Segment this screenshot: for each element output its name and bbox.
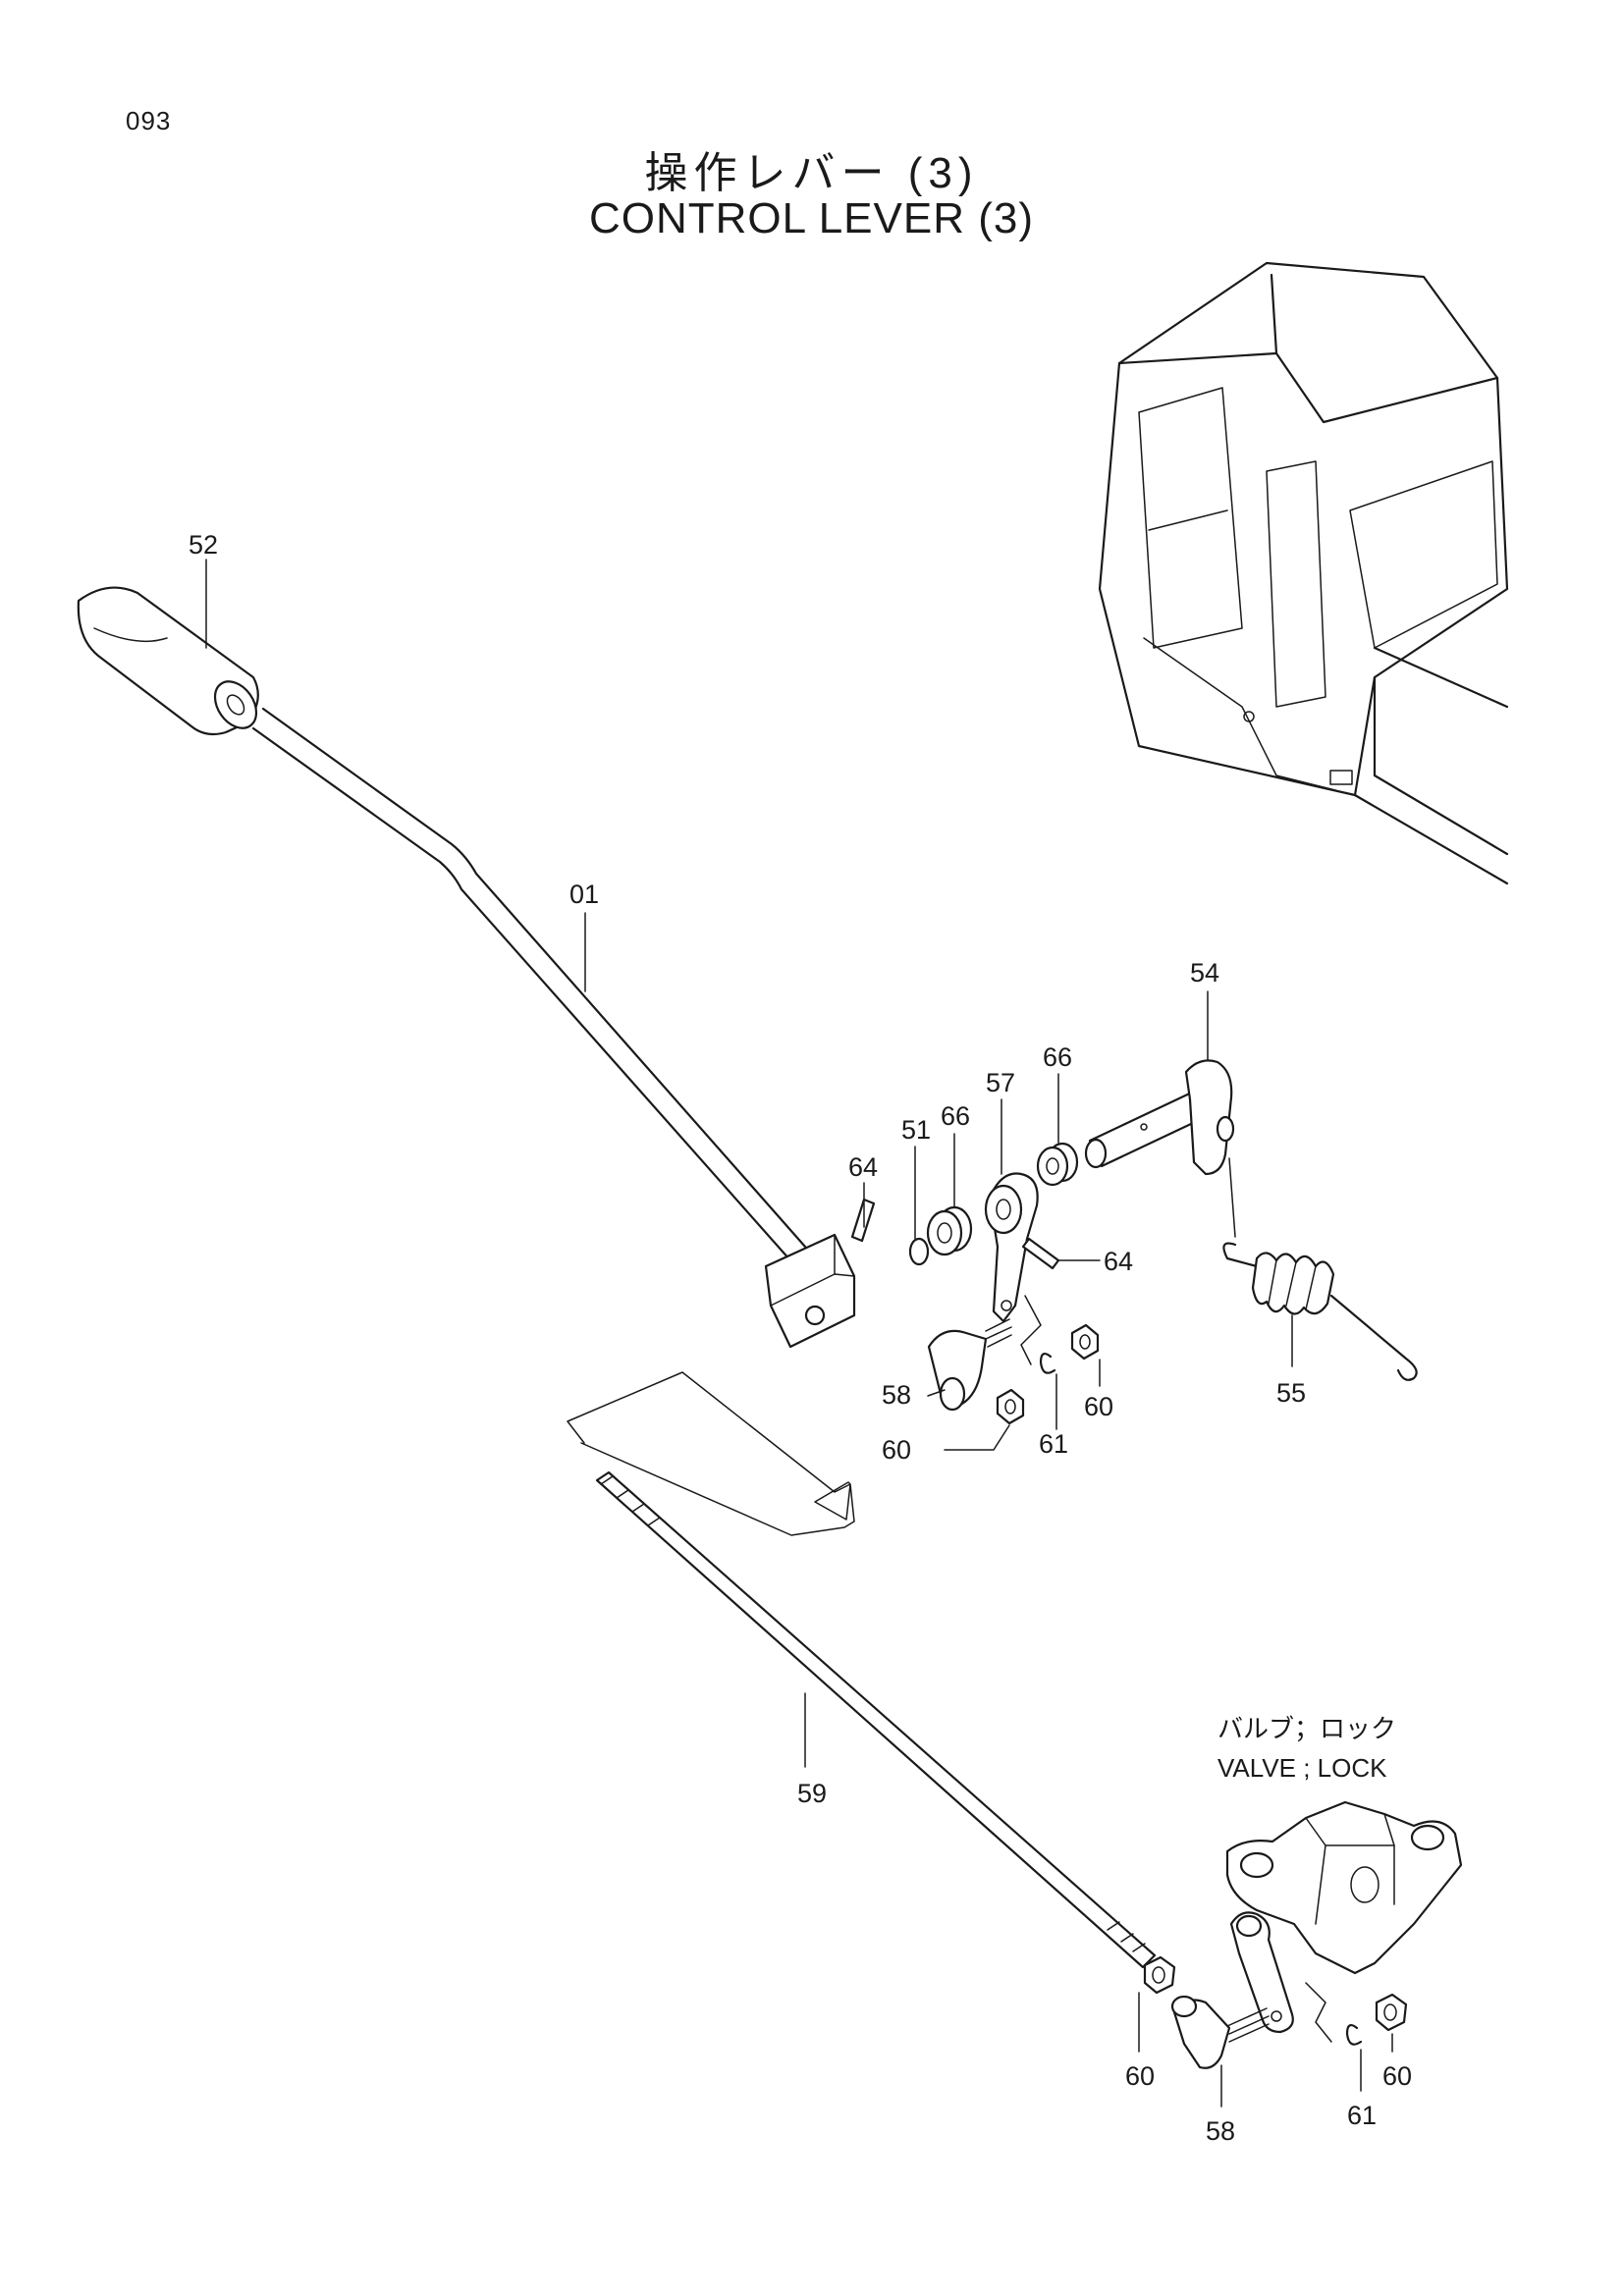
callout-pin-left: 64: [848, 1152, 878, 1182]
callout-nut-bottom-left: 60: [1125, 2061, 1155, 2091]
callout-nut-bottom-right: 60: [1382, 2061, 1412, 2091]
title-japanese: 操作レバー (3): [644, 149, 979, 197]
bracket-part: [1084, 1059, 1235, 1176]
nut-bottom-right-part: [1375, 1993, 1408, 2032]
callout-bushing-left: 66: [941, 1101, 970, 1131]
callout-ball-joint-bottom: 58: [1206, 2116, 1235, 2146]
ring-part: [908, 1237, 930, 1266]
assembly-outline: [567, 1371, 855, 1536]
bushing-right-part: [1036, 1142, 1079, 1187]
callout-spring: 55: [1276, 1378, 1306, 1408]
nut-bottom-left-part: [1143, 1955, 1176, 1995]
pin-left-part: [850, 1198, 876, 1243]
nut-top-right-part: [1070, 1323, 1100, 1361]
spring-part: [1222, 1157, 1418, 1381]
valve-lock-part: [1225, 1800, 1463, 2043]
valve-note-english: VALVE ; LOCK: [1217, 1753, 1387, 1783]
cab-illustration: [1098, 261, 1509, 885]
callout-clip-top: 61: [1039, 1429, 1068, 1459]
callout-rod: 59: [797, 1779, 827, 1808]
page-number: 093: [126, 106, 172, 135]
callout-pin-right: 64: [1104, 1247, 1133, 1276]
pin-right-part: [1021, 1237, 1060, 1270]
grip-part: [77, 586, 259, 736]
nut-top-left-part: [996, 1388, 1025, 1425]
clip-bottom-part: [1345, 2024, 1363, 2046]
callout-lever: 01: [569, 880, 599, 909]
arm-part: [984, 1172, 1039, 1323]
ball-joint-bottom-part: [1170, 1995, 1270, 2069]
callout-nut-top-right: 60: [1084, 1392, 1113, 1421]
callout-ring: 51: [901, 1115, 931, 1145]
lever-part: [251, 707, 856, 1349]
callout-bushing-right: 66: [1043, 1042, 1072, 1072]
callout-ball-joint-top: 58: [882, 1380, 911, 1410]
valve-note-japanese: バルブ；ロック: [1217, 1714, 1396, 1743]
ball-joint-top-part: [927, 1318, 1012, 1412]
bushing-left-part: [926, 1205, 973, 1256]
clip-top-part: [1039, 1353, 1056, 1374]
callout-nut-top-left: 60: [882, 1435, 911, 1465]
callout-bracket: 54: [1190, 958, 1219, 988]
link-indicator: [1020, 1295, 1042, 1365]
leader-lines: [205, 559, 1393, 2108]
callout-arm: 57: [986, 1068, 1015, 1097]
callout-grip: 52: [189, 530, 218, 560]
callout-clip-bottom: 61: [1347, 2101, 1377, 2130]
rod-part: [595, 1470, 1157, 1969]
title-english: CONTROL LEVER (3): [588, 194, 1034, 242]
